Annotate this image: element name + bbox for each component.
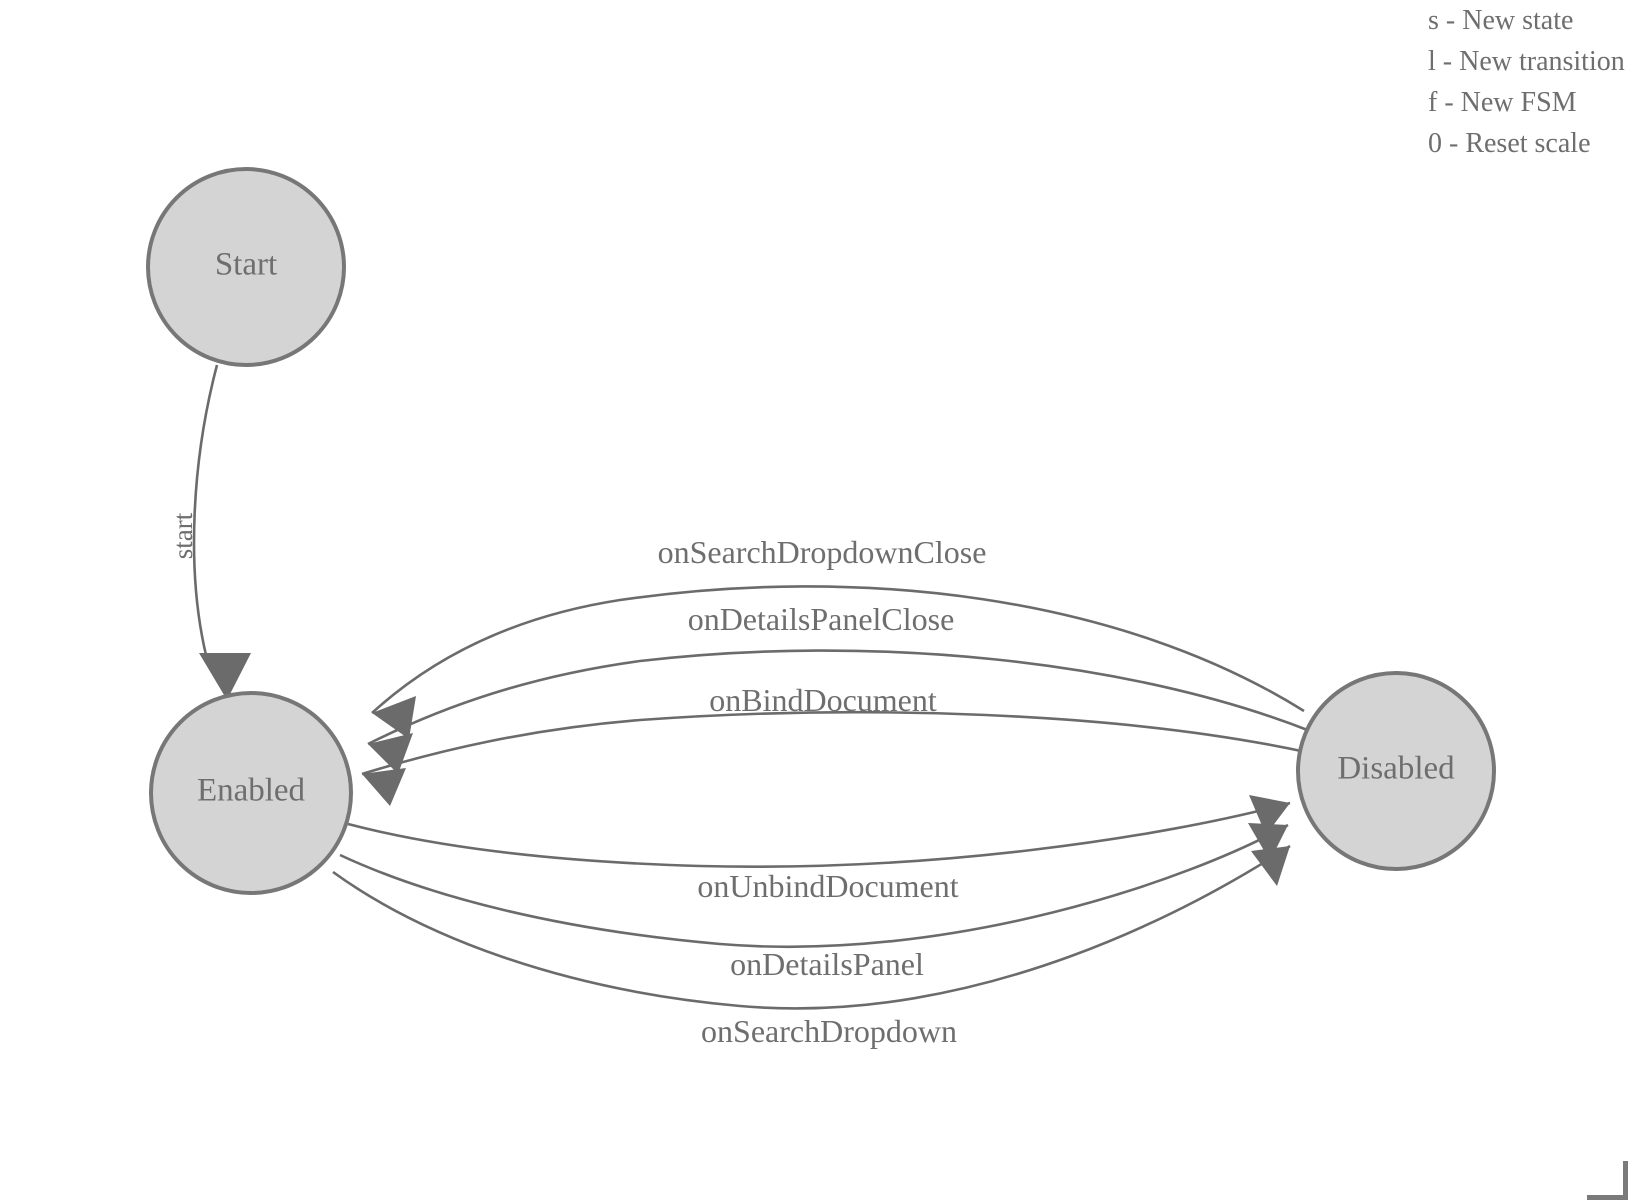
edge-on-search-dropdown-close[interactable]: onSearchDropdownClose [371,534,1305,739]
edge-path-start [192,364,219,656]
edge-label-start: start [168,512,198,559]
edge-on-details-panel[interactable]: onDetailsPanel [339,823,1289,982]
edge-path-on-search-dropdown [332,844,1291,1010]
edge-arrowhead-on-bind-document [362,768,406,806]
edge-arrowhead-on-search-dropdown-close [372,696,416,739]
node-start[interactable]: Start [146,167,346,367]
edge-path-on-bind-document [361,710,1307,776]
edge-path-on-details-panel [339,823,1289,948]
edge-label-on-search-dropdown: onSearchDropdown [701,1013,957,1049]
node-enabled-circle[interactable] [149,691,353,895]
edge-path-on-details-panel-close [367,649,1311,746]
edge-path-on-unbind-document [347,801,1291,868]
edge-label-on-search-dropdown-close: onSearchDropdownClose [658,534,987,570]
node-disabled-label: Disabled [1337,751,1455,787]
node-enabled-label: Enabled [197,773,306,809]
edge-on-bind-document[interactable]: onBindDocument [361,682,1307,806]
edge-path-on-search-dropdown-close [371,585,1305,714]
edge-label-on-bind-document: onBindDocument [709,682,937,718]
edge-label-on-details-panel-close: onDetailsPanelClose [688,601,955,637]
edge-start[interactable]: start [168,364,251,700]
node-start-circle[interactable] [146,167,346,367]
edge-label-on-details-panel: onDetailsPanel [730,946,924,982]
edge-on-search-dropdown[interactable]: onSearchDropdown [332,844,1291,1049]
node-disabled[interactable]: Disabled [1296,671,1496,871]
node-enabled[interactable]: Enabled [149,691,353,895]
edge-label-on-unbind-document: onUnbindDocument [697,868,958,904]
edge-on-unbind-document[interactable]: onUnbindDocument [347,795,1291,904]
resize-corner-handle[interactable] [1587,1161,1628,1200]
node-disabled-circle[interactable] [1296,671,1496,871]
edge-arrowhead-on-details-panel [1248,823,1288,861]
edge-on-details-panel-close[interactable]: onDetailsPanelClose [367,601,1311,774]
edge-arrowhead-on-details-panel-close [368,733,413,774]
edge-arrowhead-start [199,653,251,700]
edge-arrowhead-on-search-dropdown [1251,846,1290,886]
edge-arrowhead-on-unbind-document [1249,795,1290,835]
node-start-label: Start [215,247,277,283]
